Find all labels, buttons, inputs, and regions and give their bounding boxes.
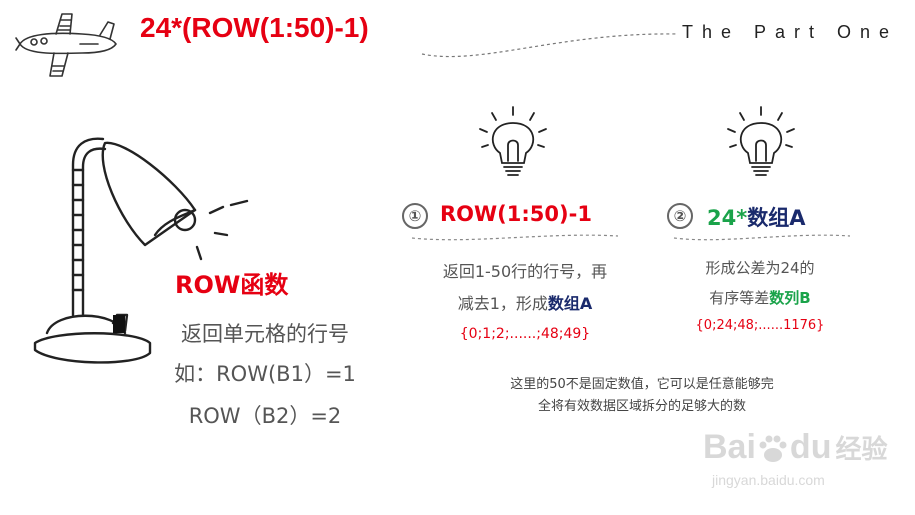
step-2-line2-text: 有序等差 bbox=[709, 289, 770, 307]
row-desc-line1: 返回单元格的行号 bbox=[181, 322, 349, 346]
watermark-brand2: du bbox=[789, 428, 832, 466]
page-title: 24*(ROW(1:50)-1) bbox=[140, 12, 369, 43]
airplane-icon bbox=[15, 13, 117, 77]
note-text: 这里的50不是固定数值，它可以是任意能够完 全将有效数据区域拆分的足够大的数 bbox=[462, 374, 822, 418]
step-2-title: 24*数组A bbox=[707, 202, 805, 232]
row-desc-line3: ROW（B2）=2 bbox=[188, 404, 342, 428]
watermark-cn: 经验 bbox=[835, 434, 888, 464]
step-2-values: {0;24;48;......1176} bbox=[695, 318, 825, 333]
step-1-dashed-line bbox=[411, 234, 619, 241]
watermark-url: jingyan.baidu.com bbox=[712, 472, 825, 488]
step-1-line2-text: 减去1，形成 bbox=[457, 294, 548, 313]
row-function-heading: ROW函数 bbox=[175, 271, 289, 299]
step-2-title-prefix: 24* bbox=[707, 206, 748, 230]
row-desc-line2: 如：ROW(B1）=1 bbox=[174, 362, 356, 386]
lightbulb-icon bbox=[479, 106, 547, 176]
step-1-line2: 减去1，形成数组A bbox=[405, 290, 645, 314]
step-2-highlight: 数列B bbox=[769, 289, 811, 307]
step-2-line1: 形成公差为24的 bbox=[705, 259, 815, 277]
part-label: The Part One bbox=[682, 22, 899, 42]
step-2-title-suffix: 数组A bbox=[747, 206, 806, 230]
step-2-number: ② bbox=[667, 203, 693, 229]
step-2-line2: 有序等差数列B bbox=[665, 287, 855, 308]
paw-icon bbox=[756, 434, 790, 464]
step-1-highlight: 数组A bbox=[547, 294, 593, 313]
step-1-line1: 返回1-50行的行号，再 bbox=[442, 262, 608, 281]
note-line2: 全将有效数据区域拆分的足够大的数 bbox=[537, 399, 746, 414]
lightbulb-icon bbox=[727, 106, 795, 176]
step-1-number: ① bbox=[402, 203, 428, 229]
note-line1: 这里的50不是固定数值，它可以是任意能够完 bbox=[510, 377, 774, 392]
step-2-dashed-line bbox=[673, 234, 851, 241]
watermark-brand: Bai bbox=[703, 428, 756, 466]
desk-lamp-icon bbox=[33, 137, 249, 364]
step-1-values: {0;1;2;......;48;49} bbox=[459, 326, 591, 342]
step-1-title: ROW(1:50)-1 bbox=[440, 202, 592, 226]
header-dashed-line bbox=[421, 33, 679, 58]
